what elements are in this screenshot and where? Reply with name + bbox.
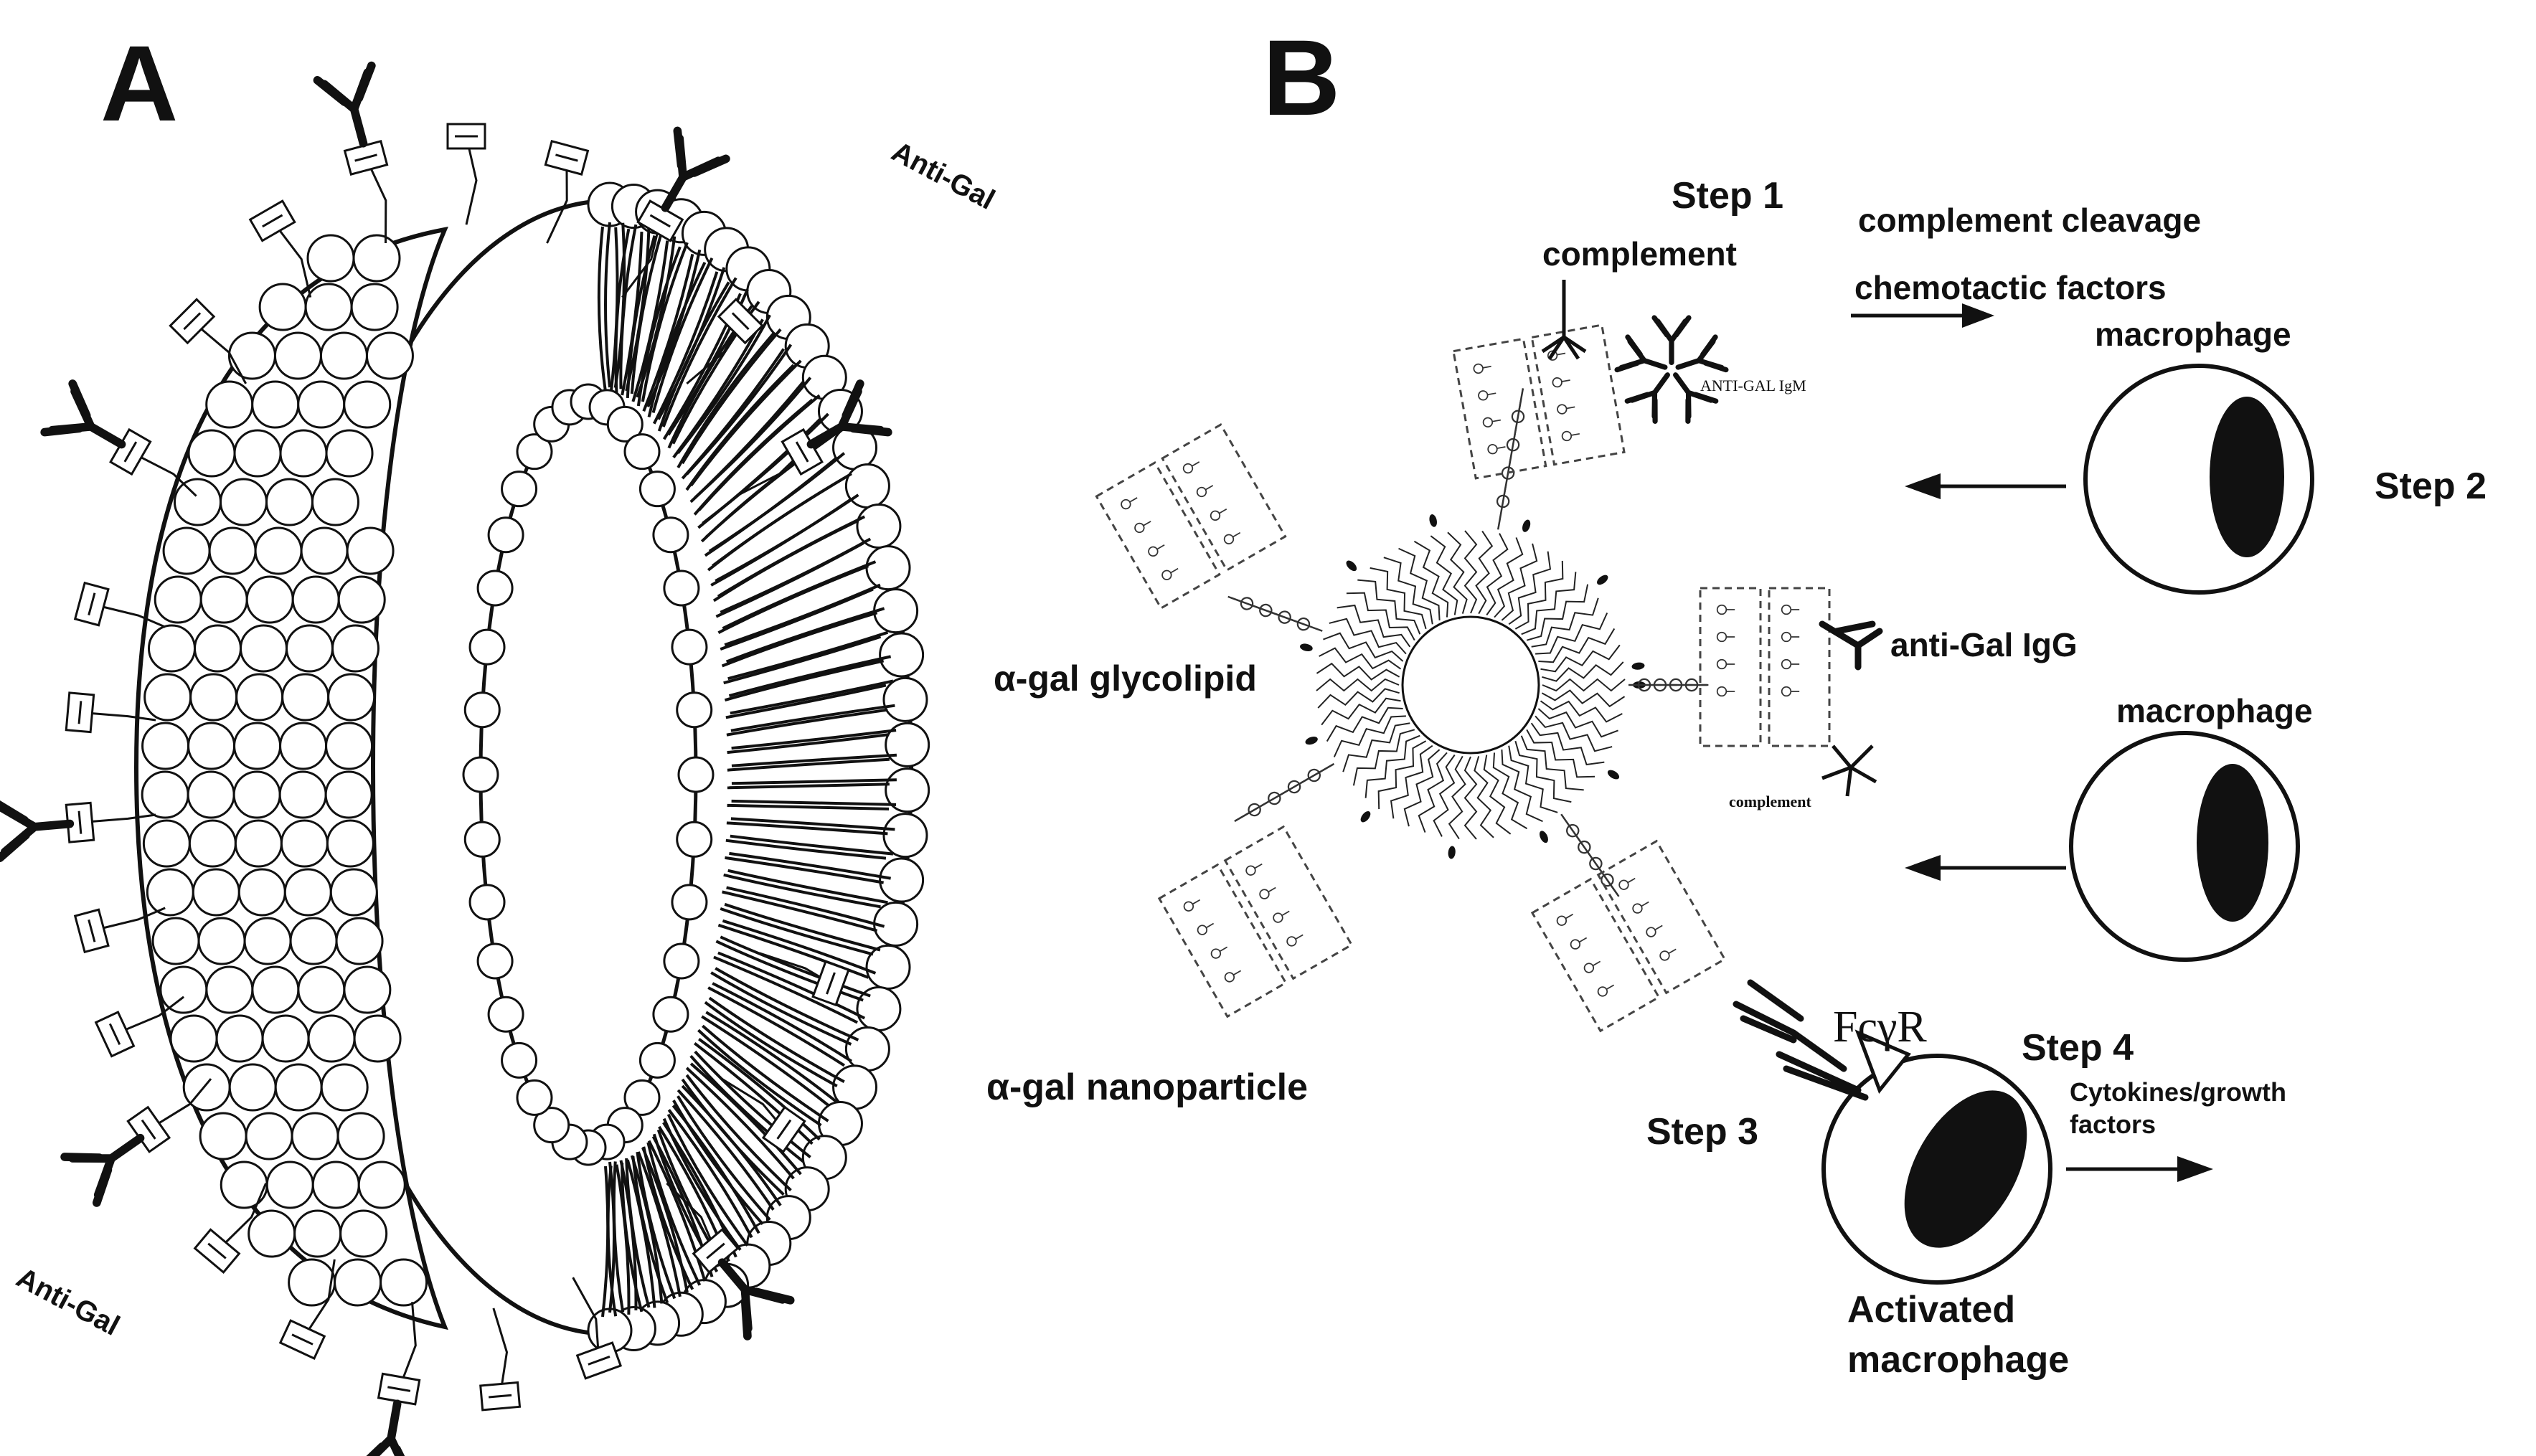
outer-lipid-heads [141, 234, 428, 1307]
macrophage-middle [2069, 731, 2300, 962]
activated-label-line1: Activated [1847, 1289, 2015, 1330]
step3-label: Step 3 [1646, 1111, 1758, 1153]
macrophage-top [2083, 364, 2314, 595]
step1-label: Step 1 [1672, 175, 1783, 217]
panel-b-letter: B [1263, 17, 1340, 138]
anti-gal-label-top: Anti-Gal [887, 136, 1000, 216]
macrophage-label-middle: macrophage [2116, 692, 2313, 729]
anti-gal-label-bottom: Anti-Gal [11, 1262, 125, 1342]
glycolipid-label: α-gal glycolipid [994, 658, 1257, 699]
cytokines-label-line1: Cytokines/growth [2070, 1077, 2286, 1107]
arrow-macrophage-middle [1905, 855, 2066, 881]
glycolipid-arms [1095, 323, 1831, 1033]
anti-gal-igg-icon [1819, 620, 1883, 671]
lipid-tails [597, 222, 897, 1318]
chemotactic-factors-label: chemotactic factors [1854, 269, 2167, 306]
fc-receptor-binding [1733, 979, 1912, 1101]
activated-label-line2: macrophage [1847, 1339, 2069, 1381]
macrophage-label-top: macrophage [2095, 316, 2291, 353]
nanoparticle-label: α-gal nanoparticle [986, 1067, 1308, 1108]
anti-gal-igm-label: ANTI-GAL IgM [1700, 377, 1806, 394]
inner-lumen [479, 400, 698, 1150]
macrophage-activated [1821, 1054, 2052, 1285]
complement-cleavage-label: complement cleavage [1858, 202, 2201, 239]
step2-label: Step 2 [2375, 465, 2486, 507]
complement-icon-small [1821, 744, 1877, 797]
anti-gal-igg-label: anti-Gal IgG [1890, 626, 2078, 663]
anti-gal-igm-icon [1617, 318, 1726, 421]
arrow-cytokines [2066, 1156, 2213, 1182]
lumen-lipid-heads [462, 383, 715, 1166]
glycolipid-micelle [1300, 514, 1646, 859]
complement-label-top: complement [1542, 235, 1737, 273]
nanoparticle-illustration [133, 181, 930, 1353]
arrow-macrophage-top [1905, 473, 2066, 499]
cytokines-label-line2: factors [2070, 1110, 2156, 1139]
step4-label: Step 4 [2022, 1027, 2134, 1069]
micelle-lipid-tails [1300, 514, 1646, 859]
complement-label-small: complement [1729, 793, 1812, 810]
fc-receptor-label: FcγR [1833, 1003, 1927, 1051]
alpha-gal-epitopes [0, 66, 888, 1456]
panel-a-letter: A [100, 23, 178, 143]
arrow-chemotactic [1851, 303, 1994, 328]
complement-icon-top [1541, 280, 1587, 360]
